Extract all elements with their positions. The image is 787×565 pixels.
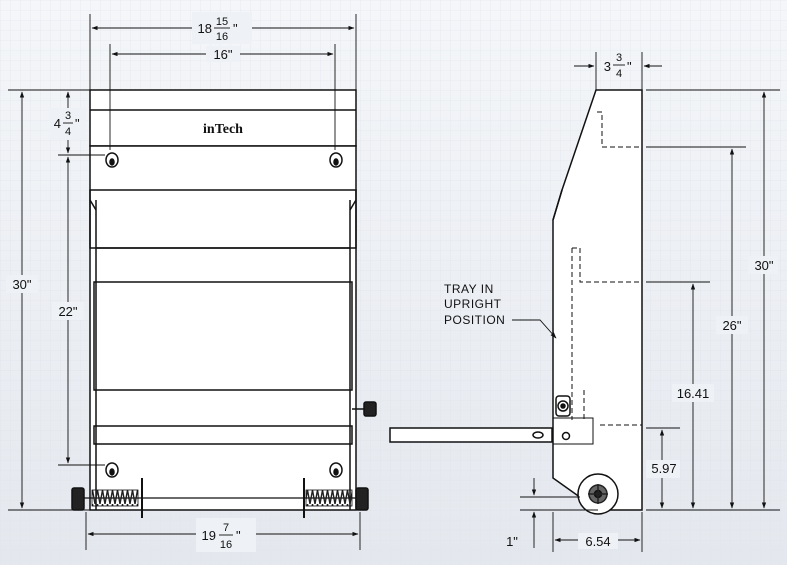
svg-text:15: 15 [216,16,228,28]
dim-height-inner: 22" [58,304,77,319]
svg-text:3: 3 [604,59,611,74]
dim-depth-top: 3 3 4 " [604,52,632,80]
latch-knob [555,395,571,441]
front-top-frame [89,89,357,147]
logo: inTech [203,122,243,137]
svg-text:TRAY IN: TRAY IN [444,282,494,296]
side-view [389,89,643,515]
dim-depth-bottom: 6.54 [585,534,610,549]
svg-text:": " [233,21,238,36]
dim-width-inner: 16" [213,47,232,62]
dim-top-offset: 4 3 4 " [54,110,80,138]
side-tray [389,427,553,443]
svg-text:3: 3 [616,52,622,64]
svg-text:": " [236,528,241,543]
front-panel-middle [93,281,353,391]
keyhole-icon [105,462,119,478]
dim-width-outer: 18 15 16 " [198,16,238,43]
dim-height-total: 30" [12,277,31,292]
keyhole-icon [105,152,119,168]
dim-wheel-offset: 1" [506,534,518,549]
dim-height-1641: 16.41 [677,386,710,401]
svg-text:16: 16 [220,539,232,551]
svg-text:3: 3 [65,110,71,122]
dim-height-597: 5.97 [651,461,676,476]
dim-height-30: 30" [754,258,773,273]
svg-text:4: 4 [616,68,622,80]
svg-text:": " [627,59,632,74]
svg-text:": " [75,116,80,131]
keyhole-icon [329,462,343,478]
keyhole-icon [329,152,343,168]
wheel-icon [577,473,619,515]
latch-knob [363,401,377,417]
svg-text:4: 4 [65,126,71,138]
dim-height-26: 26" [722,318,741,333]
front-body [89,145,357,511]
svg-text:18: 18 [198,21,212,36]
svg-text:16: 16 [216,31,228,43]
spring-axle [71,478,369,518]
svg-text:POSITION: POSITION [444,313,505,327]
tray-note: TRAY IN UPRIGHT POSITION [444,282,557,339]
svg-text:7: 7 [223,522,229,534]
svg-text:19: 19 [202,528,216,543]
svg-text:UPRIGHT: UPRIGHT [444,297,502,311]
dim-width-bottom: 19 7 16 " [202,522,241,551]
svg-text:4: 4 [54,116,61,131]
front-tray [93,425,353,445]
front-view [71,89,377,518]
